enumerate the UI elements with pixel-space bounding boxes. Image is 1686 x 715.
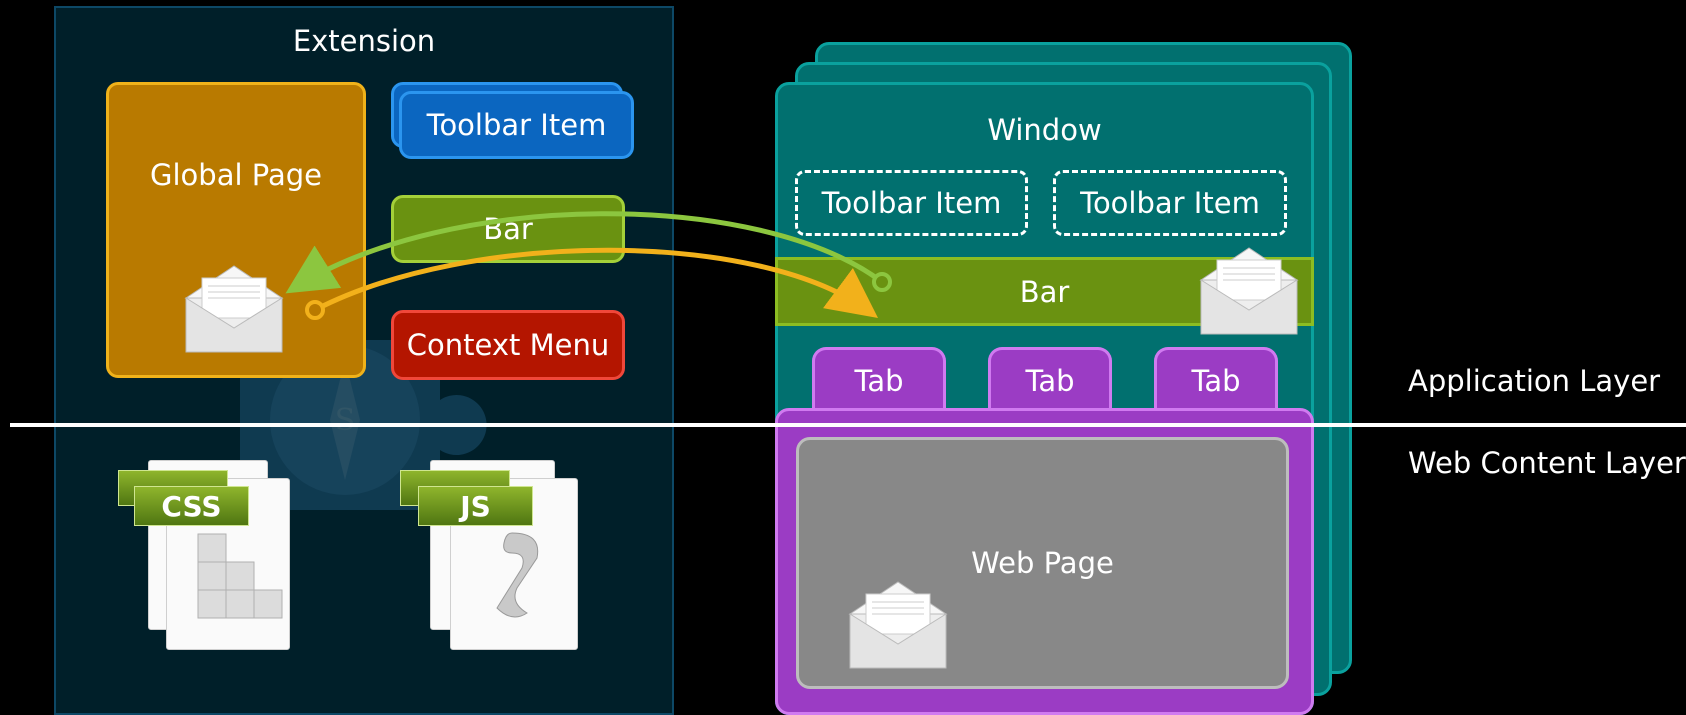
toolbar-item-label: Toolbar Item [426, 108, 607, 142]
window-toolbar-item-2: Toolbar Item [1053, 170, 1287, 236]
js-file-label: JS [460, 489, 491, 523]
web-content-layer-label-box: Web Content Layer [1408, 446, 1686, 480]
svg-text:S: S [335, 403, 356, 438]
context-menu: Context Menu [391, 310, 625, 380]
window-toolbar-item-label: Toolbar Item [821, 186, 1002, 220]
green-arrow-origin [872, 272, 892, 292]
tab-label: Tab [1191, 363, 1241, 398]
tab-label: Tab [1025, 363, 1075, 398]
envelope-icon [848, 581, 948, 669]
context-menu-label: Context Menu [406, 328, 610, 362]
toolbar-item-extension: Toolbar Item [399, 91, 634, 159]
extension-title: Extension [292, 24, 436, 58]
script-scroll-icon [496, 532, 539, 618]
application-layer-label-box: Application Layer [1408, 364, 1660, 398]
window-toolbar-item-label: Toolbar Item [1080, 186, 1260, 220]
tab-2: Tab [988, 347, 1112, 411]
css-file-label: CSS [161, 489, 222, 523]
envelope-icon [184, 265, 284, 353]
orange-arrow-origin [305, 300, 325, 320]
web-page-label: Web Page [971, 546, 1114, 580]
layer-divider [10, 423, 1686, 427]
orange-message-arrow [313, 247, 879, 318]
envelope-icon [1199, 247, 1299, 335]
tab-label: Tab [854, 363, 904, 398]
grid-icon [197, 533, 283, 619]
tab-1: Tab [812, 347, 946, 411]
web-content-layer-label: Web Content Layer [1408, 446, 1686, 480]
application-layer-label: Application Layer [1408, 364, 1661, 398]
green-message-arrow [285, 211, 884, 294]
window-title: Window [987, 113, 1102, 147]
window-toolbar-item-1: Toolbar Item [795, 170, 1028, 236]
bar-window-label: Bar [1019, 274, 1070, 309]
global-page-label: Global Page [150, 158, 322, 192]
tab-3: Tab [1154, 347, 1278, 411]
